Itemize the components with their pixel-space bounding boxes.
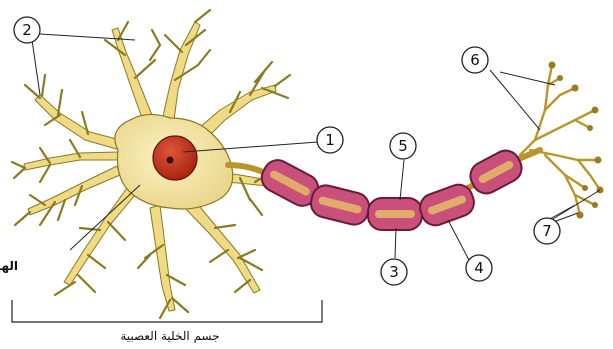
svg-text:7: 7 xyxy=(542,222,552,240)
nucleus xyxy=(153,136,197,180)
label-4: 4 xyxy=(466,255,492,281)
svg-text:2: 2 xyxy=(22,21,32,39)
label-7: 7 xyxy=(534,218,560,244)
label-5: 5 xyxy=(390,133,416,159)
axon-terminals xyxy=(520,65,600,215)
label-1: 1 xyxy=(317,127,343,153)
svg-text:3: 3 xyxy=(389,263,399,281)
svg-text:5: 5 xyxy=(398,137,408,155)
label-3: 3 xyxy=(381,259,407,285)
nucleolus xyxy=(167,157,174,164)
label-2: 2 xyxy=(14,17,40,43)
svg-text:4: 4 xyxy=(474,259,484,277)
cell-body-label: جسم الخلية العصبية xyxy=(120,329,219,343)
cytoplasm-label: الهيولى xyxy=(0,259,18,274)
svg-text:1: 1 xyxy=(325,131,335,149)
label-6: 6 xyxy=(462,47,488,73)
myelin-sheaths xyxy=(257,146,527,230)
svg-text:6: 6 xyxy=(470,51,480,69)
